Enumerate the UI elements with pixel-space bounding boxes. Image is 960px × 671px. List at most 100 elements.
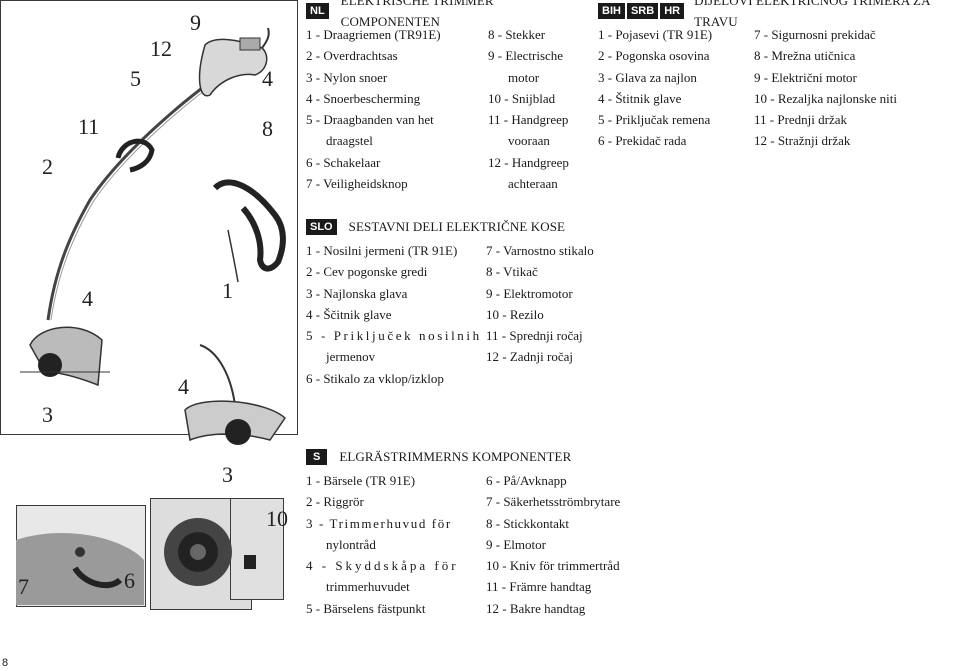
list-item: 10 - Rezilo bbox=[486, 306, 544, 322]
list-item: 11 - Prednji držak bbox=[754, 112, 848, 128]
section-hr: BIH SRB HR DIJELOVI ELEKTRIČNOG TRIMERA … bbox=[598, 0, 960, 152]
parts-column-right: 8 - Stekker 9 - Electrische motor 10 - S… bbox=[488, 24, 569, 194]
list-item: 8 - Stickkontakt bbox=[486, 515, 570, 531]
callout-10: 10 bbox=[266, 506, 288, 531]
list-item: 4 - Štitnik glave bbox=[598, 90, 682, 106]
parts-list: 1 - Nosilni jermeni (TR 91E) 2 - Cev pog… bbox=[306, 240, 726, 389]
section-nl: NL ELEKTRISCHE TRIMMER COMPONENTEN 1 - D… bbox=[306, 0, 596, 194]
language-badge: S bbox=[306, 449, 328, 465]
list-item: 12 - Stražnji držak bbox=[754, 133, 851, 149]
list-item: 2 - Riggrör bbox=[306, 494, 364, 510]
list-item: 7 - Veiligheidsknop bbox=[306, 176, 408, 192]
section-title: ELGRÄSTRIMMERNS KOMPONENTER bbox=[339, 449, 572, 465]
list-item: 7 - Varnostno stikalo bbox=[486, 243, 594, 258]
list-item: 3 - Nylon snoer bbox=[306, 69, 388, 85]
list-item: 4 - Ščitnik glave bbox=[306, 306, 392, 322]
callout-6: 6 bbox=[124, 568, 135, 593]
list-item: 3 - Najlonska glava bbox=[306, 285, 408, 301]
list-item: 12 - Handgreep bbox=[488, 154, 569, 170]
callout-4: 4 bbox=[178, 374, 189, 399]
callout-1: 1 bbox=[222, 278, 233, 303]
list-item: 10 - Kniv för trimmertråd bbox=[486, 558, 620, 574]
section-header: BIH SRB HR DIJELOVI ELEKTRIČNOG TRIMERA … bbox=[598, 0, 960, 29]
parts-column-left: 1 - Draagriemen (TR91E) 2 - Overdrachtsa… bbox=[306, 24, 488, 194]
list-item: 5 - Priključak remena bbox=[598, 112, 711, 128]
list-item: 5 - Priključek nosilnih bbox=[306, 328, 482, 344]
section-slo: SLO SESTAVNI DELI ELEKTRIČNE KOSE 1 - No… bbox=[306, 218, 726, 389]
list-item: draagstel bbox=[326, 133, 373, 149]
list-item: nylontråd bbox=[326, 536, 376, 552]
list-item: 1 - Nosilni jermeni (TR 91E) bbox=[306, 243, 458, 258]
language-badge: SRB bbox=[626, 3, 659, 19]
list-item: 9 - Električni motor bbox=[754, 69, 857, 85]
list-item: 4 - Snoerbescherming bbox=[306, 90, 421, 106]
detail-drawing bbox=[16, 518, 256, 605]
list-item: 1 - Bärsele (TR 91E) bbox=[306, 473, 416, 488]
section-header: NL ELEKTRISCHE TRIMMER COMPONENTEN bbox=[306, 0, 596, 29]
list-item: 9 - Elektromotor bbox=[486, 285, 573, 301]
callout-9: 9 bbox=[190, 10, 201, 35]
list-item: 9 - Electrische bbox=[488, 48, 564, 64]
language-badge: HR bbox=[660, 3, 685, 19]
section-title: ELEKTRISCHE TRIMMER COMPONENTEN bbox=[340, 0, 494, 29]
parts-list: 1 - Pojasevi (TR 91E) 2 - Pogonska osovi… bbox=[598, 24, 960, 152]
parts-list: 1 - Draagriemen (TR91E) 2 - Overdrachtsa… bbox=[306, 24, 596, 194]
callout-11: 11 bbox=[78, 114, 100, 139]
trimmer-overview-frame bbox=[0, 0, 298, 200]
parts-column-right: 6 - På/Avknapp 7 - Säkerhetsströmbrytare… bbox=[486, 470, 620, 619]
callout-2: 2 bbox=[42, 154, 53, 179]
callout-3: 3 bbox=[42, 402, 53, 427]
callout-3: 3 bbox=[222, 462, 233, 487]
list-item: 7 - Sigurnosni prekidač bbox=[754, 27, 876, 42]
section-header: SLO SESTAVNI DELI ELEKTRIČNE KOSE bbox=[306, 218, 726, 236]
trimmer-drawing bbox=[20, 27, 286, 445]
parts-column-left: 1 - Pojasevi (TR 91E) 2 - Pogonska osovi… bbox=[598, 24, 754, 152]
list-item: 10 - Snijblad bbox=[488, 90, 556, 106]
section-se: S ELGRÄSTRIMMERNS KOMPONENTER 1 - Bärsel… bbox=[306, 448, 746, 619]
language-badge: NL bbox=[306, 3, 329, 19]
list-item: achteraan bbox=[508, 176, 558, 192]
callout-4: 4 bbox=[82, 286, 93, 311]
list-item: 3 - Glava za najlon bbox=[598, 69, 697, 85]
list-item: 12 - Bakre handtag bbox=[486, 600, 586, 616]
list-item: 12 - Zadnji ročaj bbox=[486, 349, 573, 365]
list-item: 6 - Stikalo za vklop/izklop bbox=[306, 370, 444, 386]
illustration-panel: 9 12 5 4 8 11 2 4 1 3 4 3 10 7 6 bbox=[0, 0, 298, 634]
list-item: 6 - Schakelaar bbox=[306, 154, 381, 170]
list-item: motor bbox=[508, 69, 540, 85]
list-item: 3 - Trimmerhuvud för bbox=[306, 515, 452, 531]
list-item: 8 - Vtikač bbox=[486, 264, 538, 280]
parts-column-left: 1 - Bärsele (TR 91E) 2 - Riggrör 3 - Tri… bbox=[306, 470, 486, 619]
list-item: 6 - På/Avknapp bbox=[486, 473, 567, 488]
list-item: 2 - Pogonska osovina bbox=[598, 48, 710, 64]
list-item: 2 - Cev pogonske gredi bbox=[306, 264, 428, 280]
list-item: 10 - Rezaljka najlonske niti bbox=[754, 90, 897, 106]
parts-list: 1 - Bärsele (TR 91E) 2 - Riggrör 3 - Tri… bbox=[306, 470, 746, 619]
callout-7: 7 bbox=[18, 574, 29, 599]
list-item: 8 - Stekker bbox=[488, 27, 546, 42]
list-item: 6 - Prekidač rada bbox=[598, 133, 687, 149]
callout-8: 8 bbox=[262, 116, 273, 141]
list-item: vooraan bbox=[508, 133, 550, 149]
section-title: DIJELOVI ELEKTRIČNOG TRIMERA ZA TRAVU bbox=[694, 0, 930, 29]
parts-column-right: 7 - Varnostno stikalo 8 - Vtikač 9 - Ele… bbox=[486, 240, 594, 389]
callout-5: 5 bbox=[130, 66, 141, 91]
list-item: 11 - Handgreep bbox=[488, 112, 569, 128]
language-badge: BIH bbox=[598, 3, 625, 19]
list-item: 1 - Pojasevi (TR 91E) bbox=[598, 27, 713, 42]
list-item: 8 - Mrežna utičnica bbox=[754, 48, 856, 64]
page-number: 8 bbox=[2, 657, 9, 669]
list-item: 9 - Elmotor bbox=[486, 536, 546, 552]
callout-4: 4 bbox=[262, 66, 273, 91]
list-item: 11 - Främre handtag bbox=[486, 579, 592, 595]
parts-column-right: 7 - Sigurnosni prekidač 8 - Mrežna utičn… bbox=[754, 24, 897, 152]
list-item: 5 - Bärselens fästpunkt bbox=[306, 600, 426, 616]
callout-12: 12 bbox=[150, 36, 172, 61]
list-item: 1 - Draagriemen (TR91E) bbox=[306, 27, 441, 42]
section-title: SESTAVNI DELI ELEKTRIČNE KOSE bbox=[348, 219, 566, 235]
list-item: 4 - Skyddskåpa för bbox=[306, 558, 459, 574]
parts-column-left: 1 - Nosilni jermeni (TR 91E) 2 - Cev pog… bbox=[306, 240, 486, 389]
list-item: 7 - Säkerhetsströmbrytare bbox=[486, 494, 621, 510]
language-badge: SLO bbox=[306, 219, 337, 235]
list-item: 2 - Overdrachtsas bbox=[306, 48, 398, 64]
